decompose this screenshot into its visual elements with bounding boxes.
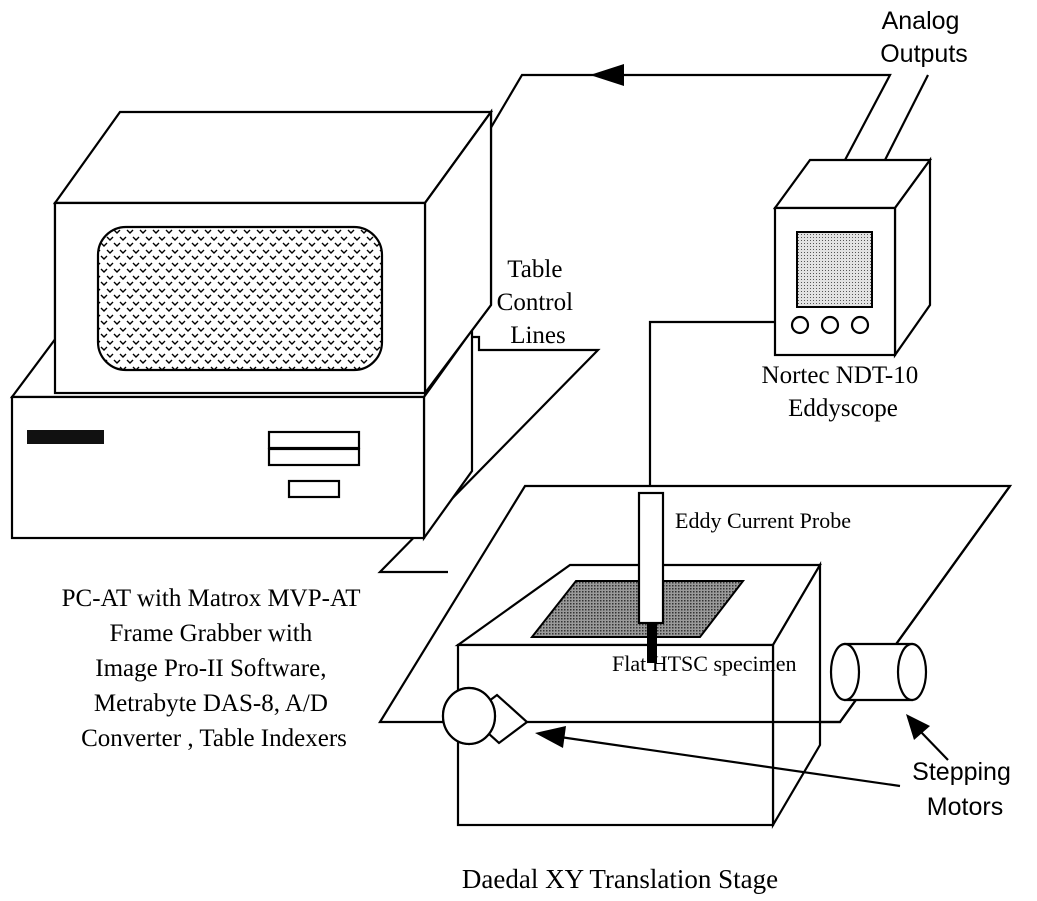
knob-icon bbox=[850, 315, 870, 335]
eddy-current-probe bbox=[637, 491, 665, 663]
monitor-top bbox=[52, 110, 494, 205]
label-translation-stage: Daedal XY Translation Stage bbox=[462, 864, 778, 894]
eddyscope-unit bbox=[772, 156, 933, 359]
drive-bay-3 bbox=[287, 479, 341, 499]
arrowhead-icon bbox=[535, 726, 566, 748]
label-table-control-lines: Table Control Lines bbox=[497, 256, 580, 349]
knob-icon bbox=[790, 315, 810, 335]
arrowhead-icon bbox=[906, 714, 930, 740]
drive-bay-1 bbox=[267, 430, 361, 450]
label-pc-description: PC-AT with Matrox MVP-AT Frame Grabber w… bbox=[62, 585, 367, 752]
label-analog-outputs: Analog Outputs bbox=[880, 7, 968, 68]
arrowhead-icon bbox=[590, 64, 624, 86]
knob-icon bbox=[820, 315, 840, 335]
label-stepping-motors: Stepping Motors bbox=[912, 758, 1018, 821]
drive-bay-2 bbox=[267, 447, 361, 467]
motor-pointer-arrows bbox=[535, 714, 949, 788]
cable-probe bbox=[648, 320, 791, 493]
htsc-specimen bbox=[529, 580, 746, 638]
pc-computer bbox=[9, 108, 494, 542]
power-indicator-icon bbox=[27, 430, 104, 444]
label-specimen: Flat HTSC specimen bbox=[612, 651, 797, 676]
label-eddyscope: Nortec NDT-10 Eddyscope bbox=[762, 362, 925, 422]
base-front bbox=[10, 395, 426, 540]
eddyscope-screen-icon bbox=[796, 231, 873, 308]
label-eddy-current-probe: Eddy Current Probe bbox=[675, 508, 851, 533]
